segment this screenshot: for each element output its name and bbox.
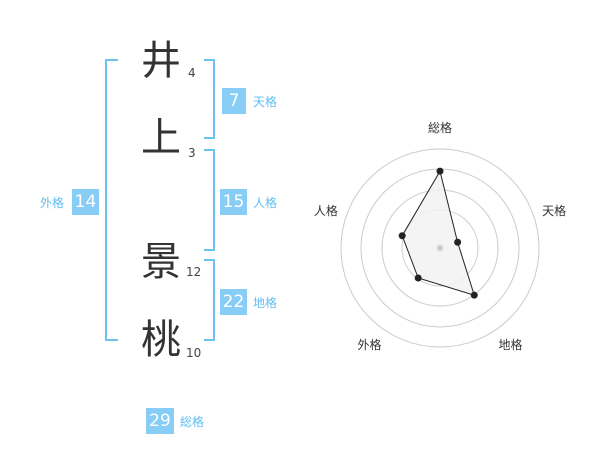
radar-axis-label: 天格 <box>542 203 566 218</box>
chikaku-badge: 22 <box>220 289 247 315</box>
stroke-count-4: 10 <box>186 346 202 360</box>
jinkaku-bracket <box>204 149 215 251</box>
stroke-count-3: 12 <box>186 265 202 279</box>
radar-point-4 <box>398 232 406 240</box>
radar-point-2 <box>470 291 478 299</box>
radar-axis-label: 総格 <box>428 120 452 135</box>
name-char-1: 井 <box>141 38 181 84</box>
radar-center-dot <box>437 245 443 251</box>
soukaku-label: 総格 <box>180 415 205 429</box>
jinkaku-label: 人格 <box>253 196 278 210</box>
name-char-4: 桃 <box>141 317 181 363</box>
radar-point-3 <box>414 274 422 282</box>
chikaku-bracket <box>204 259 215 341</box>
jinkaku-badge: 15 <box>220 189 247 215</box>
radar-polygon <box>401 169 476 296</box>
chikaku-label: 地格 <box>253 296 278 310</box>
radar-axis-label: 外格 <box>357 337 381 352</box>
name-char-3: 景 <box>141 239 181 285</box>
name-char-2: 上 <box>141 115 181 161</box>
stroke-count-1: 4 <box>188 66 196 80</box>
tenkaku-label: 天格 <box>253 95 278 109</box>
radar-shape <box>398 167 478 299</box>
tenkaku-bracket <box>204 59 215 139</box>
gaikaku-bracket <box>105 59 118 341</box>
radar-point-0 <box>436 167 444 175</box>
gaikaku-label: 外格 <box>40 196 65 210</box>
radar-point-1 <box>454 238 462 246</box>
gaikaku-badge: 14 <box>72 189 99 215</box>
tenkaku-badge: 7 <box>222 88 246 114</box>
soukaku-badge: 29 <box>146 408 174 434</box>
radar-axis-label: 人格 <box>314 203 338 218</box>
stroke-count-2: 3 <box>188 146 196 160</box>
radar-axis-label: 地格 <box>499 337 523 352</box>
